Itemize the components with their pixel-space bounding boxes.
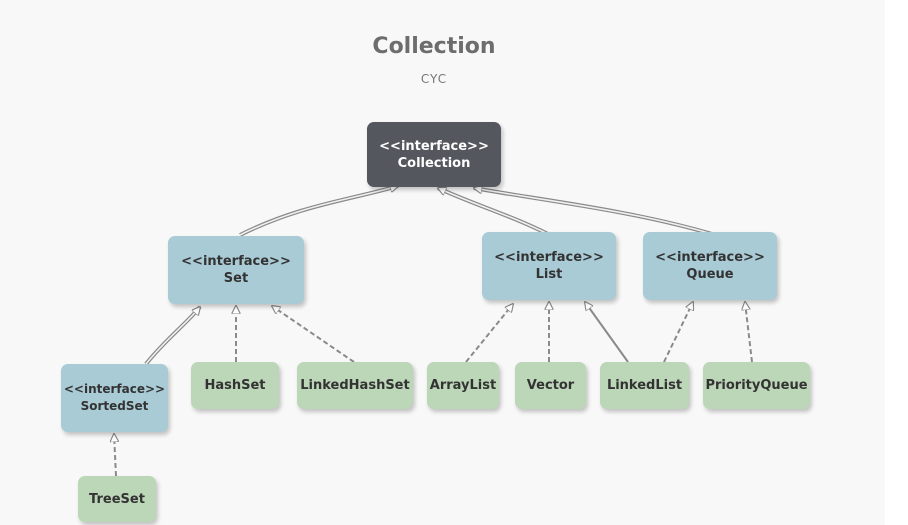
relationship-edges — [0, 0, 753, 477]
node-list[interactable]: <<interface>> List — [482, 232, 616, 300]
edge-arraylist-to-list — [465, 304, 513, 363]
edge-priorityqueue-to-queue — [745, 302, 753, 363]
implements-edges — [114, 302, 753, 477]
node-arraylist-name: ArrayList — [429, 378, 497, 393]
node-linkedhashset[interactable]: LinkedHashSet — [297, 362, 413, 409]
node-queue-name: Queue — [686, 267, 734, 282]
node-sortedset-name: SortedSet — [80, 399, 149, 413]
node-vector[interactable]: Vector — [515, 362, 586, 409]
edge-set-to-collection — [239, 186, 398, 237]
node-collection-name: Collection — [397, 155, 471, 171]
edge-linkedlist-to-queue — [663, 302, 693, 363]
node-list-name: List — [535, 267, 563, 282]
edge-sortedset-to-set — [144, 307, 202, 366]
edge-linkedlist-to-list — [585, 302, 629, 363]
node-collection-stereotype: <<interface>> — [379, 138, 489, 154]
node-sortedset[interactable]: <<interface>> SortedSet — [61, 364, 168, 432]
node-collection[interactable]: <<interface>> Collection — [367, 122, 501, 187]
node-set-stereotype: <<interface>> — [181, 254, 291, 269]
node-list-stereotype: <<interface>> — [494, 250, 604, 265]
node-set[interactable]: <<interface>> Set — [168, 236, 304, 304]
diagram-title: Collection — [372, 34, 496, 59]
node-sortedset-stereotype: <<interface>> — [63, 382, 166, 396]
node-hashset-name: HashSet — [204, 378, 266, 393]
node-treeset-name: TreeSet — [89, 491, 145, 507]
node-linkedlist[interactable]: LinkedList — [600, 362, 689, 409]
diagram-canvas: Collection CYC — [0, 0, 810, 522]
diagram-subtitle: CYC — [420, 72, 448, 86]
node-queue-stereotype: <<interface>> — [655, 250, 765, 265]
edge-linkedhashset-to-set — [272, 306, 355, 363]
node-linkedlist-name: LinkedList — [606, 378, 683, 393]
node-vector-name: Vector — [526, 378, 575, 393]
node-set-name: Set — [223, 271, 249, 286]
extends-edges — [144, 186, 713, 366]
edge-treeset-to-sortedset — [114, 434, 116, 477]
node-treeset[interactable]: TreeSet — [78, 476, 156, 522]
node-hashset[interactable]: HashSet — [191, 362, 279, 409]
edge-list-to-collection — [438, 186, 549, 236]
node-priorityqueue[interactable]: PriorityQueue — [703, 362, 810, 409]
edge-queue-to-collection — [474, 188, 713, 236]
node-linkedhashset-name: LinkedHashSet — [300, 378, 410, 393]
node-arraylist[interactable]: ArrayList — [427, 362, 499, 409]
node-queue[interactable]: <<interface>> Queue — [643, 232, 777, 300]
node-priorityqueue-name: PriorityQueue — [705, 378, 808, 393]
